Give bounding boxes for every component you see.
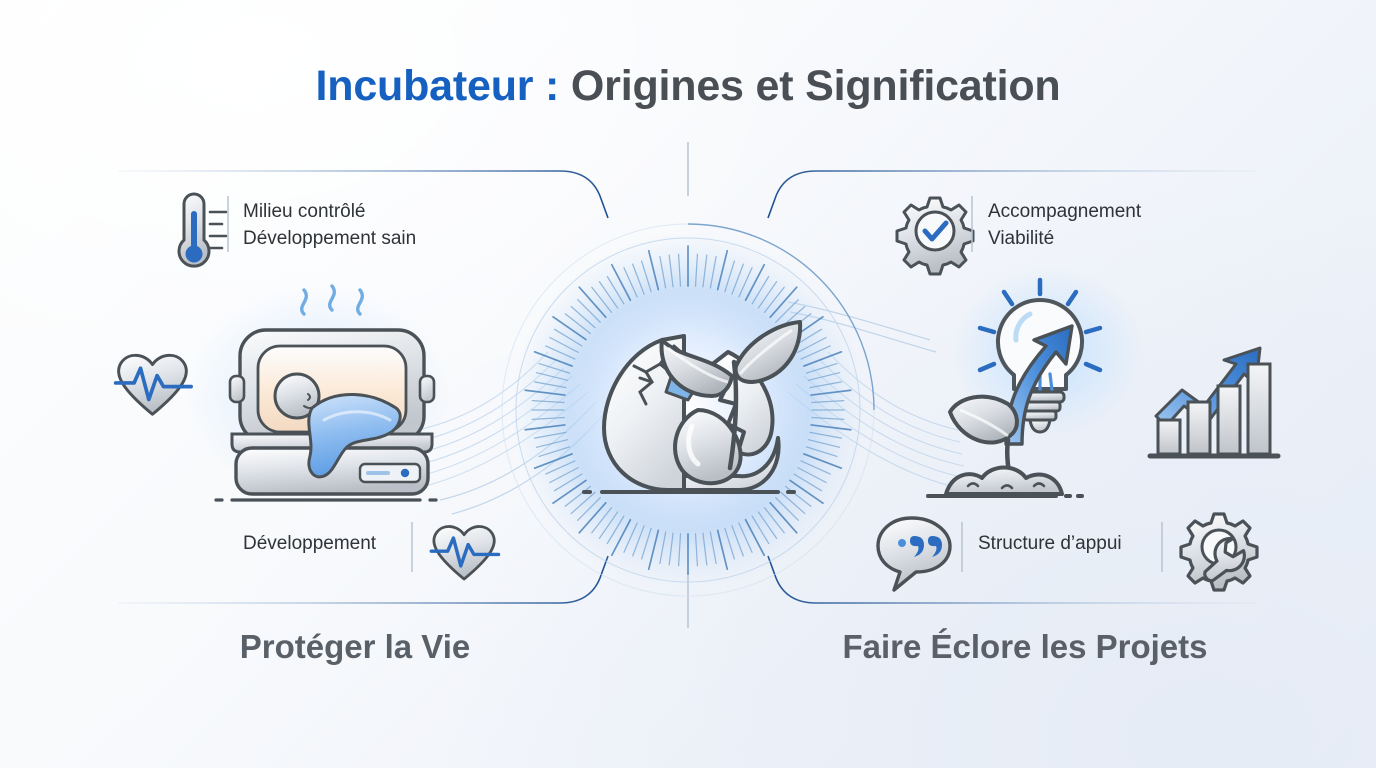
glow-bulb bbox=[952, 266, 1144, 438]
bracket-bottom-left bbox=[118, 555, 609, 604]
bracket-bottom-right bbox=[767, 555, 1258, 604]
left-note-line-2: Développement sain bbox=[243, 228, 417, 249]
radial-burst-ring bbox=[524, 245, 852, 575]
left-note: Milieu contrôlé Développement sain bbox=[243, 198, 416, 252]
right-note-line-1: Accompagnement bbox=[988, 201, 1142, 222]
page-title-rest: Origines et Signification bbox=[559, 62, 1061, 110]
right-inline-label: Structure d’appui bbox=[978, 533, 1122, 554]
bracket-top-left bbox=[118, 170, 609, 219]
page-title: Incubateur : Origines et Signification bbox=[0, 62, 1376, 111]
bracket-top-right bbox=[767, 170, 1258, 219]
right-note-line-2: Viabilité bbox=[988, 228, 1055, 249]
center-ring-arc bbox=[687, 223, 875, 411]
left-note-line-1: Milieu contrôlé bbox=[243, 201, 366, 222]
glow-left bbox=[186, 284, 450, 500]
page-title-accent: Incubateur : bbox=[315, 62, 560, 110]
center-ring-outer bbox=[515, 237, 861, 583]
left-heading: Protéger la Vie bbox=[239, 628, 471, 665]
left-inline-label: Développement bbox=[243, 533, 377, 554]
right-heading: Faire Éclore les Projets bbox=[842, 628, 1208, 665]
right-note: Accompagnement Viabilité bbox=[988, 198, 1141, 252]
